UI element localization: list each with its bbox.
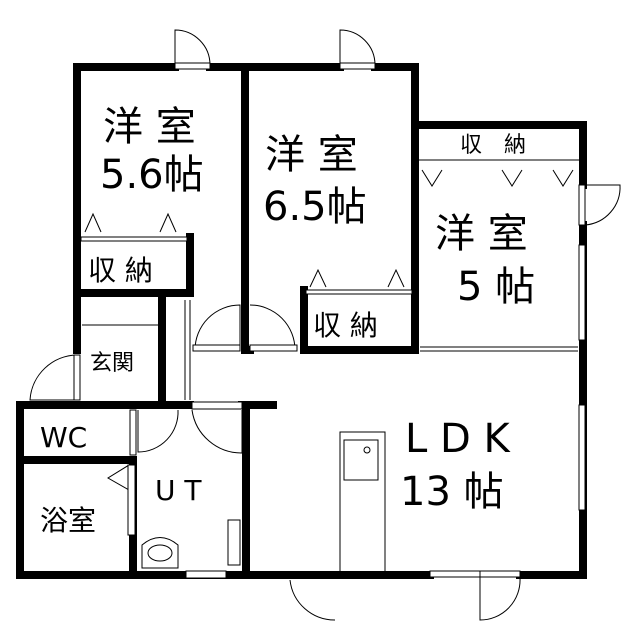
ldk-size: 13 帖 (400, 469, 504, 515)
room-western3-name: 洋 室 (435, 211, 528, 257)
fixtures (29, 29, 621, 621)
closet1-label: 収 納 (88, 254, 153, 287)
utility-label: U T (155, 474, 202, 507)
walls (16, 63, 587, 579)
room-western1-name: 洋 室 (103, 104, 196, 150)
room-western2-size: 6.5帖 (263, 184, 367, 230)
room-western1-size: 5.6帖 (100, 152, 204, 198)
entrance-label: 玄関 (90, 351, 134, 376)
room-western3-size: 5 帖 (457, 264, 535, 310)
closet3-label: 収 納 (460, 133, 526, 158)
room-labels: 洋 室 5.6帖 洋 室 6.5帖 洋 室 5 帖 収 納 収 納 収 納 玄関… (40, 104, 535, 537)
ldk-name: L D K (405, 416, 512, 462)
wc-label: WC (40, 421, 87, 454)
bath-label: 浴室 (40, 504, 96, 537)
room-western2-name: 洋 室 (265, 132, 358, 178)
closet2-label: 収 納 (313, 309, 378, 342)
